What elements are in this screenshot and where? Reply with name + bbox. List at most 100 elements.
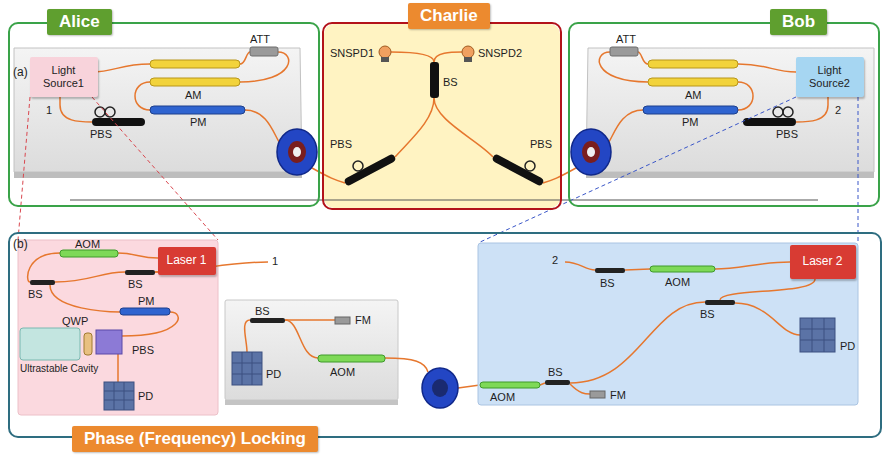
component-label: PM: [190, 116, 207, 128]
faraday-mirror: [590, 391, 605, 398]
laser-panel: [50, 285, 120, 312]
charlie-ground: [324, 24, 560, 208]
zoom-line: [92, 97, 218, 240]
station-setup: [543, 47, 874, 183]
box-label: Light Source2: [796, 64, 864, 89]
laser-panel: [478, 243, 858, 405]
delay-panel: [285, 320, 318, 358]
beam-splitter: [595, 268, 625, 273]
station-region: AliceLight Source1: [8, 22, 320, 207]
photodetector: [232, 352, 262, 385]
box-text: Light Source2: [796, 64, 864, 89]
fiber: [391, 52, 434, 62]
region-tag: Bob: [770, 9, 827, 35]
component-label: FM: [355, 314, 371, 326]
photodetector: [800, 318, 835, 352]
fiber: [92, 64, 150, 72]
amplitude-modulator: [150, 60, 240, 68]
acousto-optic-modulator: [650, 266, 715, 272]
fiber: [434, 98, 493, 157]
fiber-spool: [293, 147, 301, 157]
component-label: ATT: [250, 33, 270, 45]
laser-panel: [570, 384, 590, 394]
beam-splitter: [30, 280, 55, 285]
laser-panel: [735, 303, 800, 335]
component-label: BS: [128, 278, 143, 290]
beam-splitter: [705, 300, 735, 305]
box-text: Light Source1: [30, 64, 98, 89]
photodetector: [232, 352, 262, 385]
panel-edge: [14, 172, 302, 178]
fiber: [245, 110, 282, 146]
component-label: AOM: [330, 366, 355, 378]
fiber: [60, 52, 345, 183]
amplitude-modulator: [150, 78, 240, 86]
laser-panel: [715, 262, 790, 269]
laser-panel: [117, 354, 119, 382]
beam-splitter: [545, 380, 570, 385]
component-label: BS: [443, 76, 458, 88]
region-tag: Charlie: [408, 3, 490, 29]
component-label: PD: [266, 368, 281, 380]
laser-panel: [18, 240, 218, 415]
optical-panel: [14, 48, 302, 172]
phase-modulator: [150, 106, 245, 114]
zoom-line: [18, 97, 858, 243]
photodetector: [104, 382, 134, 410]
fiber-spool: [422, 368, 458, 408]
component-label: 1: [46, 104, 52, 116]
fiber-spool: [277, 129, 317, 175]
acousto-optic-modulator: [318, 355, 385, 362]
laser-panel: [55, 272, 125, 282]
component-label: PBS: [776, 128, 798, 140]
laser-panel: [720, 279, 815, 300]
polarization-loop: [95, 107, 105, 117]
detector: [464, 57, 472, 62]
polarization-beam-splitter: [343, 153, 396, 186]
component-label: BS: [255, 305, 270, 317]
box-text: Laser 1: [164, 254, 208, 268]
laser-panel: [540, 383, 545, 385]
measurement-setup: [343, 46, 544, 187]
laser-panel: [122, 312, 178, 336]
photodetector: [104, 382, 134, 410]
acousto-optic-modulator: [480, 382, 540, 388]
component-label: 2: [552, 254, 558, 266]
component-label: BS: [700, 308, 715, 320]
component-label: AM: [185, 89, 202, 101]
beam-splitter: [250, 318, 285, 323]
component-label: (a): [13, 66, 28, 79]
component-label: BS: [548, 366, 563, 378]
component-label: FM: [610, 389, 626, 401]
box-label: Laser 1: [164, 254, 208, 268]
detector: [379, 46, 391, 58]
delay-panel: [458, 385, 480, 388]
component-label: AOM: [665, 276, 690, 288]
detector: [462, 46, 474, 58]
laser-panel: [540, 262, 815, 394]
component-label: SNSPD2: [478, 47, 522, 59]
polarization-loop: [105, 107, 115, 117]
delay-panel: [285, 319, 335, 321]
laser-panel: [118, 253, 158, 258]
box-label: Light Source1: [30, 64, 98, 89]
laser-box: Laser 1: [158, 247, 216, 275]
component-label: AOM: [490, 391, 515, 403]
ultrastable-cavity: [20, 328, 80, 360]
light-source: Light Source1: [30, 57, 98, 97]
quarter-wave-plate: [84, 333, 92, 355]
photodetector: [800, 318, 835, 352]
polarization-beam-splitter: [96, 330, 122, 354]
light-source: Light Source2: [796, 57, 864, 97]
polarization-loop: [353, 161, 363, 171]
beam-splitter: [125, 270, 155, 275]
fiber: [434, 52, 462, 62]
polarization-beam-splitter: [491, 153, 544, 186]
component-label: PD: [138, 390, 153, 402]
component-label: 2: [835, 104, 841, 116]
beam-splitter: [430, 62, 439, 98]
component-label: QWP: [62, 315, 88, 327]
